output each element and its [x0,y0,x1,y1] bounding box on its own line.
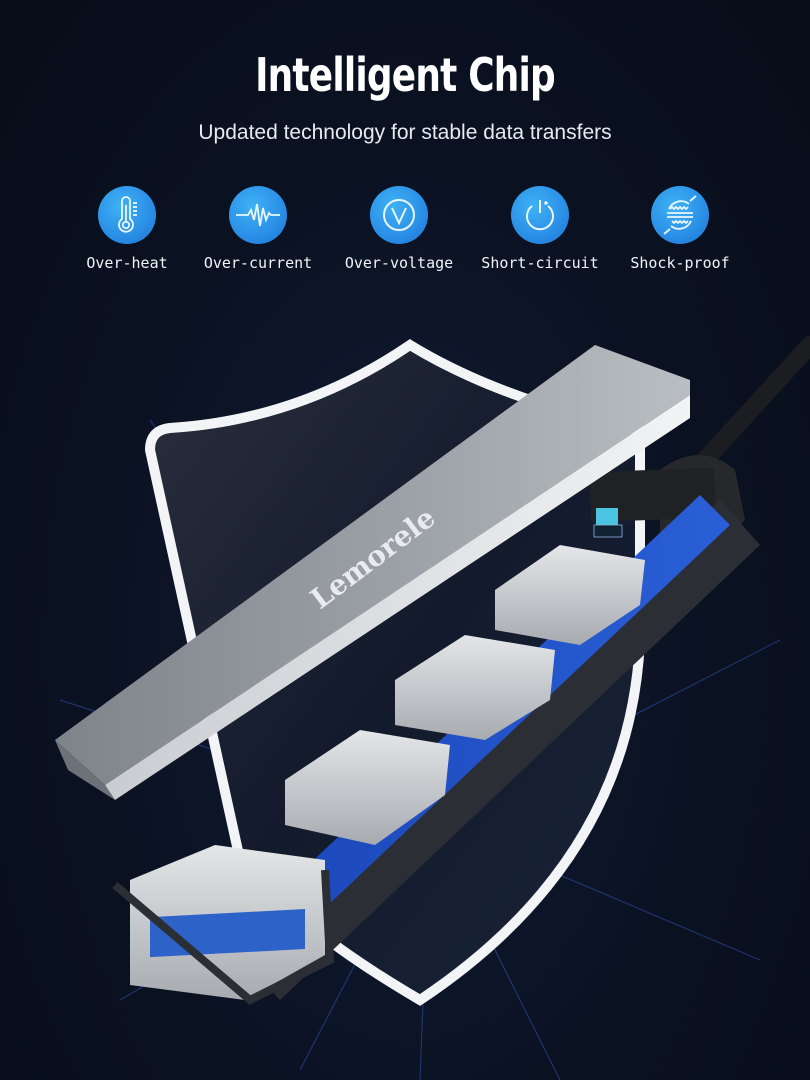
product-illustration: Lemorele [0,300,810,1080]
page-title: Intelligent Chip [255,48,556,102]
feature-label: Over-current [203,254,313,272]
shock-proof-icon [651,186,709,244]
current-wave-icon [229,186,287,244]
feature-over-voltage: Over-voltage [329,186,469,272]
hub-cover [55,345,690,785]
feature-label: Shock-proof [630,254,730,272]
feature-over-heat: Over-heat [57,186,197,272]
voltage-v-icon [370,186,428,244]
power-icon [511,186,569,244]
feature-label: Over-voltage [344,254,454,272]
thermometer-icon [98,186,156,244]
light-rays: Lemorele [55,336,810,1080]
feature-list: Over-heat Over-current Over-voltage Shor… [0,186,810,286]
usb-ports [112,545,645,1005]
feature-label: Short-circuit [481,254,599,272]
page-subtitle: Updated technology for stable data trans… [198,121,612,144]
feature-short-circuit: Short-circuit [470,186,610,272]
feature-label: Over-heat [86,254,168,272]
feature-shock-proof: Shock-proof [610,186,750,272]
feature-over-current: Over-current [188,186,328,272]
